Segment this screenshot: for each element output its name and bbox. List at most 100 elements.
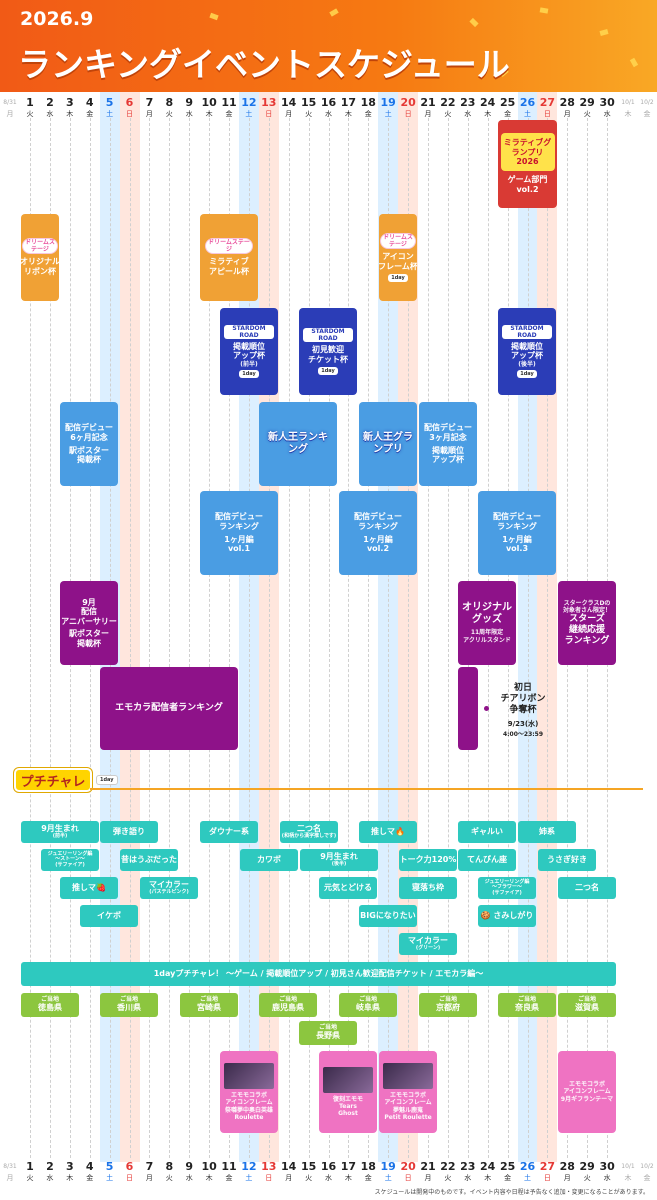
day-number: 16 (320, 96, 337, 109)
event-stardom-rank-up-first[interactable]: STARDOM ROAD 掲載順位 アップ杯 (前半) 1day (220, 308, 278, 395)
day-of-week: 水 (603, 1174, 611, 1182)
petit-item[interactable]: 9月生まれ (後半) (300, 849, 378, 871)
local-challenge-item[interactable]: ご当地長野県 (299, 1021, 357, 1045)
event-debut-ranking-vol1[interactable]: 配信デビュー ランキング 1ヶ月編 vol.1 (200, 491, 278, 575)
petit-item[interactable]: 昔はうぶだった (120, 849, 178, 871)
petit-item[interactable]: 推しマ🔥 (359, 821, 417, 843)
petit-item[interactable]: 二つ名 (和柄から漢字推しです) (280, 821, 338, 843)
day-of-week: 金 (643, 1174, 651, 1182)
event-debut-6-months[interactable]: 配信デビュー 6ヶ月記念 駅ポスター 掲載杯 (60, 402, 118, 486)
petit-item[interactable]: ダウナー系 (200, 821, 258, 843)
petit-item-sub: (前半) (52, 832, 68, 839)
petit-item[interactable]: 推しマ🍓 (60, 877, 118, 899)
event-shinjin-ranking[interactable]: 新人王ランキング (259, 402, 337, 486)
petit-item-sub: (グリーン) (415, 944, 441, 951)
event-dream-stage-ribbon[interactable]: ドリームステージ オリジナル リボン杯 (21, 214, 59, 301)
local-challenge-item[interactable]: ご当地宮崎県 (180, 993, 238, 1017)
event-debut-ranking-vol3[interactable]: 配信デビュー ランキング 1ヶ月編 vol.3 (478, 491, 556, 575)
petit-item[interactable]: 🍪 さみしがり (478, 905, 536, 927)
petit-item[interactable]: マイカラー (グリーン) (399, 933, 457, 955)
event-text: アイコン (382, 252, 414, 262)
petit-item[interactable]: 元気とどける (319, 877, 377, 899)
petit-item[interactable]: 9月生まれ (前半) (21, 821, 99, 843)
collab-thumbnail-image (323, 1066, 373, 1093)
petit-item[interactable]: イケボ (80, 905, 138, 927)
event-shinjin-grand-prix[interactable]: 新人王グランプリ (359, 402, 417, 486)
petit-item-label: ジュエリーリング編 (47, 850, 93, 857)
event-debut-ranking-vol2[interactable]: 配信デビュー ランキング 1ヶ月編 vol.2 (339, 491, 417, 575)
petit-item[interactable]: トーク力120% (399, 849, 457, 871)
local-challenge-item[interactable]: ご当地京都府 (419, 993, 477, 1017)
event-emokara-ranking[interactable]: エモカラ配信者ランキング (100, 667, 238, 750)
local-challenge-item[interactable]: ご当地香川県 (100, 993, 158, 1017)
petit-item[interactable]: マイカラー (パステルピンク) (140, 877, 198, 899)
local-challenge-item[interactable]: ご当地奈良県 (498, 993, 556, 1017)
event-stars-support-ranking[interactable]: スタークラスDの 対象者さん限定！ スターズ 継続応援 ランキング (558, 581, 616, 665)
day-number: 16 (320, 1160, 337, 1173)
event-text: 争奪杯 (509, 704, 537, 715)
event-september-anniversary[interactable]: 9月 配信 アニバーサリー 駅ポスター 掲載杯 (60, 581, 118, 665)
petit-item[interactable]: カワボ (240, 849, 298, 871)
day-number: 6 (125, 96, 134, 109)
event-stardom-ticket[interactable]: STARDOM ROAD 初見歓迎 チケット杯 1day (299, 308, 357, 395)
petit-oneday-banner[interactable]: 1dayプチチャレ！ 〜ゲーム / 掲載順位アップ / 初見さん歓迎配信チケット… (21, 962, 616, 986)
event-mirativ-grand-prix[interactable]: ミラティブグランプリ 2026 ゲーム部門 vol.2 (498, 120, 557, 208)
event-original-goods[interactable]: オリジナル グッズ 11周年限定 アクリルスタンド (458, 581, 516, 665)
petit-item[interactable]: ジュエリーリング編 〜ストーン〜 (サファイア) (41, 849, 99, 871)
day-of-week: 日 (126, 110, 133, 118)
day-number: 23 (460, 96, 476, 109)
event-emomo-revival[interactable]: 復刻エモモ Tears Ghost (319, 1051, 377, 1133)
petit-item[interactable]: 弾き語り (100, 821, 158, 843)
day-number: 2 (46, 96, 54, 109)
day-number: 22 (440, 1160, 456, 1173)
day-number: 27 (539, 1160, 556, 1173)
event-text: 復刻エモモ (332, 1095, 363, 1103)
event-chiaribbon-bar[interactable] (458, 667, 478, 750)
event-dream-stage-icon-frame[interactable]: ドリームステージ アイコン フレーム杯 1day (379, 214, 417, 301)
petit-item[interactable]: てんびん座 (458, 849, 516, 871)
event-emomo-collab-1[interactable]: エモモコラボ アイコンフレーム 祭囃夢中奥白英雄 Roulette (220, 1051, 278, 1133)
event-dream-stage-appeal[interactable]: ドリームステージ ミラティブ アピール杯 (200, 214, 258, 301)
petit-item[interactable]: BIGになりたい (359, 905, 417, 927)
collab-thumbnail-image (383, 1063, 433, 1090)
prefecture-name: 長野県 (316, 1030, 340, 1040)
petit-item-label: 推しマ🍓 (72, 882, 106, 892)
day-grid-line (209, 118, 210, 1158)
petit-item[interactable]: 寝落ち枠 (399, 877, 457, 899)
day-number: 13 (261, 1160, 277, 1173)
event-emomo-collab-2[interactable]: エモモコラボ アイコンフレーム 夢魅ル鹿嵬 Petit Roulette (379, 1051, 437, 1133)
petit-item-label: マイカラー (408, 935, 448, 945)
event-emomo-collab-3[interactable]: エモモコラボ アイコンフレーム 9月ギフランテーマ (558, 1051, 616, 1133)
local-challenge-item[interactable]: ご当地滋賀県 (558, 993, 616, 1017)
event-chiaribbon-info: 初日 チアリボン 争奪杯 9/23(水) 4:00〜23:59 (488, 683, 558, 738)
local-challenge-item[interactable]: ご当地鹿児島県 (259, 993, 317, 1017)
petit-item[interactable]: うさぎ好き (538, 849, 596, 871)
petit-item[interactable]: 姉系 (518, 821, 576, 843)
petit-item[interactable]: ジュエリーリング編 〜フラワー〜 (サファイア) (478, 877, 536, 899)
day-number: 28 (559, 96, 575, 109)
prefecture-name: 宮崎県 (197, 1002, 221, 1012)
local-challenge-item[interactable]: ご当地徳島県 (21, 993, 79, 1017)
petit-item[interactable]: 二つ名 (558, 877, 616, 899)
prefecture-name: 滋賀県 (575, 1002, 599, 1012)
petit-item-sub: (後半) (331, 860, 347, 867)
event-debut-3-months[interactable]: 配信デビュー 3ヶ月記念 掲載順位 アップ杯 (419, 402, 477, 486)
day-of-week: 日 (404, 1174, 412, 1182)
local-challenge-item[interactable]: ご当地岐阜県 (339, 993, 397, 1017)
petit-item[interactable]: ギャルい (458, 821, 516, 843)
event-stardom-rank-up-second[interactable]: STARDOM ROAD 掲載順位 アップ杯 (後半) 1day (498, 308, 556, 395)
day-of-week: 木 (344, 1174, 352, 1182)
